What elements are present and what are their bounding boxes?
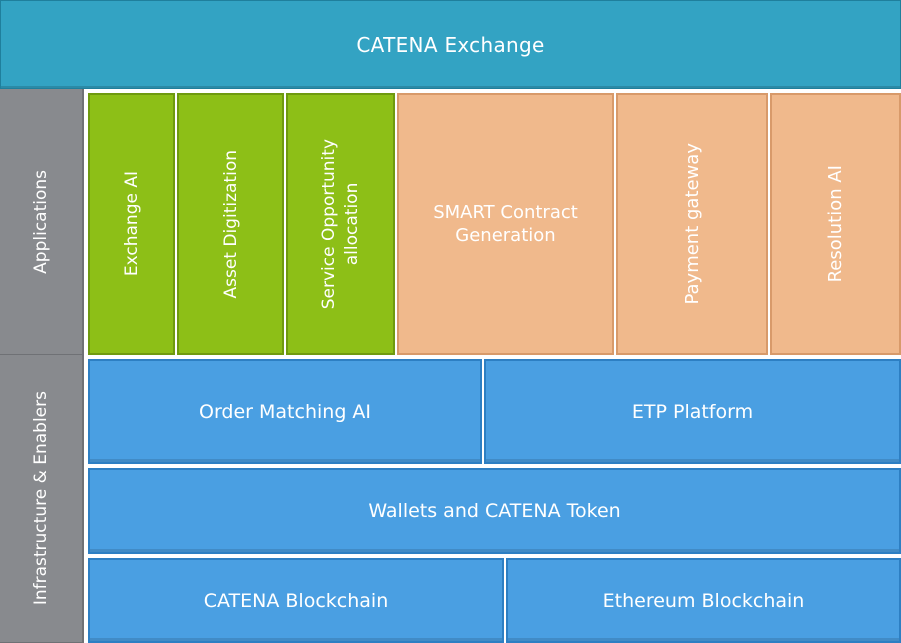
wallets-catena-token-label: Wallets and CATENA Token <box>368 500 621 522</box>
catena-exchange-header: CATENA Exchange <box>0 0 901 89</box>
asset-digitization-box: Asset Digitization <box>177 93 284 355</box>
applications-label-text: Applications <box>31 169 51 274</box>
smart-contract-line1: SMART Contract <box>433 201 578 223</box>
asset-digitization-label: Asset Digitization <box>220 149 241 299</box>
exchange-ai-label: Exchange AI <box>121 171 142 277</box>
catena-exchange-title: CATENA Exchange <box>356 32 545 57</box>
ethereum-blockchain-label: Ethereum Blockchain <box>602 589 805 612</box>
service-opportunity-line2: allocation <box>341 182 362 266</box>
etp-platform-label: ETP Platform <box>631 400 754 423</box>
infrastructure-layer-label: Infrastructure & Enablers <box>0 355 84 643</box>
resolution-ai-box: Resolution AI <box>770 93 901 355</box>
payment-gateway-box: Payment gateway <box>616 93 768 355</box>
service-opportunity-line1: Service Opportunity <box>318 138 339 310</box>
resolution-ai-label: Resolution AI <box>825 165 846 283</box>
catena-blockchain-box: CATENA Blockchain <box>88 558 504 643</box>
order-matching-ai-box: Order Matching AI <box>88 359 482 464</box>
payment-gateway-label: Payment gateway <box>681 143 703 305</box>
infrastructure-label-text: Infrastructure & Enablers <box>31 391 51 606</box>
ethereum-blockchain-box: Ethereum Blockchain <box>506 558 901 643</box>
wallets-catena-token-box: Wallets and CATENA Token <box>88 468 901 554</box>
exchange-ai-box: Exchange AI <box>88 93 175 355</box>
etp-platform-box: ETP Platform <box>484 359 901 464</box>
catena-blockchain-label: CATENA Blockchain <box>203 589 389 612</box>
applications-layer-label: Applications <box>0 89 84 355</box>
smart-contract-line2: Generation <box>455 225 556 246</box>
order-matching-ai-label: Order Matching AI <box>198 400 372 423</box>
